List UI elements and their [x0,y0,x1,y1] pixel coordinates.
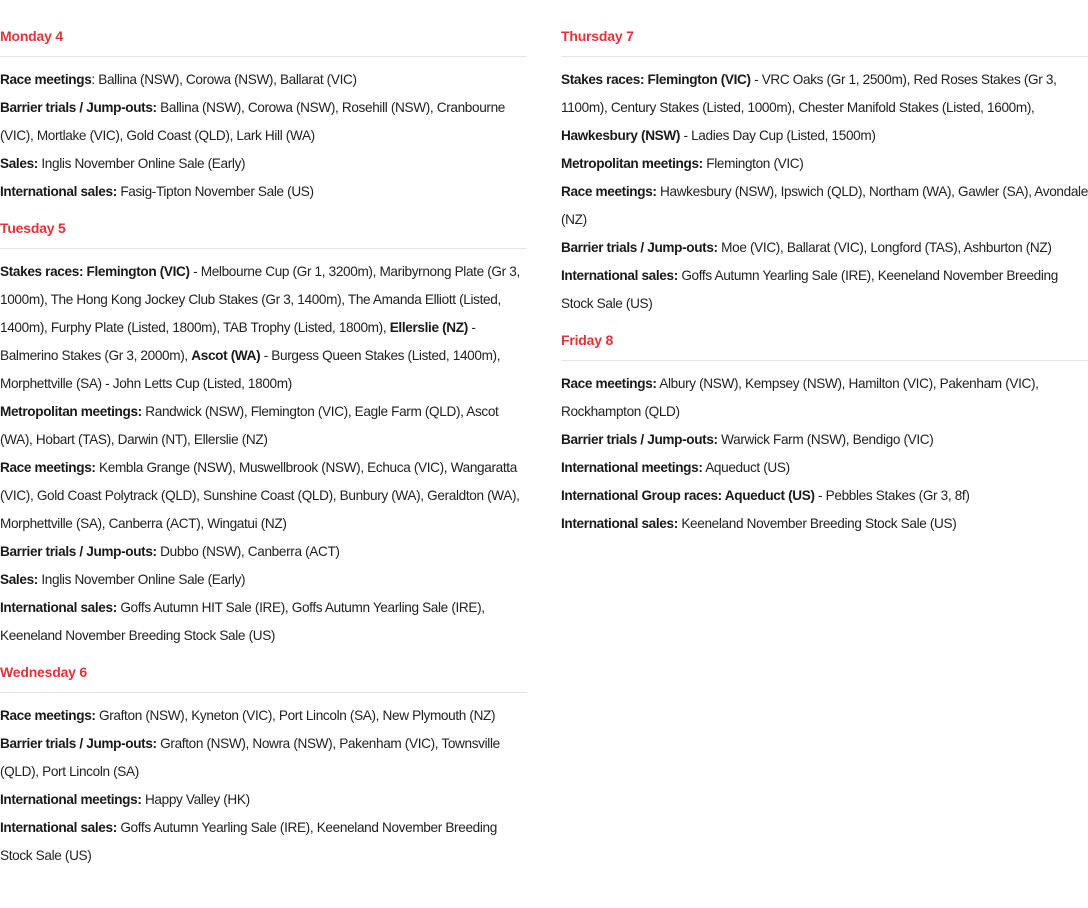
entry-label: International meetings: [0,792,142,807]
entry-text: Grafton (NSW), Nowra (NSW), Pakenham (VI… [0,736,500,779]
entry-label: Hawkesbury (NSW) [561,128,681,143]
entry-label: International Group races: Aqueduct (US) [561,488,815,503]
entry-text: Dubbo (NSW), Canberra (ACT) [156,544,340,559]
schedule-entry: Race meetings: Hawkesbury (NSW), Ipswich… [561,178,1088,234]
schedule-entry: International sales: Goffs Autumn Yearli… [0,814,527,870]
entry-text: Goffs Autumn HIT Sale (IRE), Goffs Autum… [0,600,485,643]
entry-text: - Burgess Queen Stakes (Listed, 1400m), … [0,348,501,391]
day-section: Monday 4 Race meetings: Ballina (NSW), Co… [0,22,527,206]
divider [561,56,1088,57]
entry-text: Keeneland November Breeding Stock Sale (… [677,516,957,531]
entry-text: Inglis November Online Sale (Early) [37,156,246,171]
entry-text: Warwick Farm (NSW), Bendigo (VIC) [717,432,934,447]
entry-label: Race meetings: [0,460,96,475]
right-column: Thursday 7 Stakes races: Flemington (VIC)… [561,22,1088,546]
schedule-entry: International Group races: Aqueduct (US)… [561,482,1088,510]
schedule-entry: Race meetings: Ballina (NSW), Corowa (NS… [0,66,527,94]
entry-text: Flemington (VIC) [702,156,804,171]
schedule-entry: Race meetings: Grafton (NSW), Kyneton (V… [0,702,527,730]
entry-label: Race meetings [0,72,92,87]
schedule-entry: International sales: Goffs Autumn Yearli… [561,262,1088,318]
day-title: Monday 4 [0,28,63,44]
schedule-entry: Stakes races: Flemington (VIC) - Melbour… [0,258,527,398]
divider [0,56,527,57]
schedule-entry: Barrier trials / Jump-outs: Grafton (NSW… [0,730,527,786]
entry-text: Hawkesbury (NSW), Ipswich (QLD), Northam… [561,184,1088,227]
entry-text: Aqueduct (US) [702,460,790,475]
entry-text: Goffs Autumn Yearling Sale (IRE), Keenel… [561,268,1058,311]
entry-text: - Ladies Day Cup (Listed, 1500m) [680,128,876,143]
entry-label: Stakes races: Flemington (VIC) [561,72,751,87]
entry-label: Race meetings: [0,708,96,723]
entry-text: Inglis November Online Sale (Early) [37,572,246,587]
entry-text: : Ballina (NSW), Corowa (NSW), Ballarat … [91,72,357,87]
entry-label: Race meetings: [561,376,657,391]
entry-label: International sales: [0,600,117,615]
schedule-entry: Metropolitan meetings: Randwick (NSW), F… [0,398,527,454]
entry-text: Moe (VIC), Ballarat (VIC), Longford (TAS… [717,240,1052,255]
entry-label: Race meetings: [561,184,657,199]
entry-label: International sales: [0,184,117,199]
schedule-entry: International sales: Goffs Autumn HIT Sa… [0,594,527,650]
entry-text: - Balmerino Stakes (Gr 3, 2000m), [0,320,476,363]
schedule-entry: Sales: Inglis November Online Sale (Earl… [0,150,527,178]
schedule-entry: International sales: Keeneland November … [561,510,1088,538]
schedule-entry: International meetings: Aqueduct (US) [561,454,1088,482]
schedule-entry: International sales: Fasig-Tipton Novemb… [0,178,527,206]
entry-label: Ascot (WA) [191,348,261,363]
schedule-entry: Barrier trials / Jump-outs: Warwick Farm… [561,426,1088,454]
day-section: Wednesday 6 Race meetings: Grafton (NSW),… [0,658,527,870]
entry-label: Barrier trials / Jump-outs: [0,736,157,751]
entry-text: - VRC Oaks (Gr 1, 2500m), Red Roses Stak… [561,72,1057,115]
entry-text: Fasig-Tipton November Sale (US) [116,184,314,199]
entry-label: Metropolitan meetings: [0,404,142,419]
day-title: Tuesday 5 [0,220,66,236]
day-section: Tuesday 5 Stakes races: Flemington (VIC) … [0,214,527,650]
schedule-entry: Barrier trials / Jump-outs: Dubbo (NSW),… [0,538,527,566]
day-title: Wednesday 6 [0,664,88,680]
entry-text: - Melbourne Cup (Gr 1, 3200m), Maribyrno… [0,264,520,335]
divider [0,248,527,249]
entry-label: International sales: [0,820,117,835]
entry-label: Ellerslie (NZ) [389,320,469,335]
entry-text: Randwick (NSW), Flemington (VIC), Eagle … [0,404,499,447]
schedule-entry: Sales: Inglis November Online Sale (Earl… [0,566,527,594]
divider [0,692,527,693]
schedule-entry: Race meetings: Kembla Grange (NSW), Musw… [0,454,527,538]
entry-label: Barrier trials / Jump-outs: [561,240,718,255]
entry-label: Sales: [0,572,38,587]
day-section: Friday 8 Race meetings: Albury (NSW), Kem… [561,326,1088,538]
entry-text: Happy Valley (HK) [141,792,250,807]
entry-text: Albury (NSW), Kempsey (NSW), Hamilton (V… [561,376,1039,419]
entry-text: Kembla Grange (NSW), Muswellbrook (NSW),… [0,460,520,531]
entry-label: Metropolitan meetings: [561,156,703,171]
entry-label: Sales: [0,156,38,171]
left-column: Monday 4 Race meetings: Ballina (NSW), Co… [0,22,527,878]
day-title: Friday 8 [561,332,614,348]
divider [561,360,1088,361]
entry-text: Ballina (NSW), Corowa (NSW), Rosehill (N… [0,100,506,143]
schedule-entry: Metropolitan meetings: Flemington (VIC) [561,150,1088,178]
entry-label: International sales: [561,268,678,283]
entry-text: Goffs Autumn Yearling Sale (IRE), Keenel… [0,820,497,863]
entry-label: Stakes races: Flemington (VIC) [0,264,190,279]
schedule-entry: Stakes races: Flemington (VIC) - VRC Oak… [561,66,1088,150]
entry-label: International meetings: [561,460,703,475]
schedule-entry: Race meetings: Albury (NSW), Kempsey (NS… [561,370,1088,426]
entry-label: Barrier trials / Jump-outs: [0,100,157,115]
entry-label: International sales: [561,516,678,531]
entry-label: Barrier trials / Jump-outs: [0,544,157,559]
schedule-entry: International meetings: Happy Valley (HK… [0,786,527,814]
entry-text: - Pebbles Stakes (Gr 3, 8f) [814,488,970,503]
schedule-entry: Barrier trials / Jump-outs: Moe (VIC), B… [561,234,1088,262]
entry-label: Barrier trials / Jump-outs: [561,432,718,447]
schedule-entry: Barrier trials / Jump-outs: Ballina (NSW… [0,94,527,150]
day-section: Thursday 7 Stakes races: Flemington (VIC)… [561,22,1088,318]
entry-text: Grafton (NSW), Kyneton (VIC), Port Linco… [95,708,496,723]
day-title: Thursday 7 [561,28,634,44]
